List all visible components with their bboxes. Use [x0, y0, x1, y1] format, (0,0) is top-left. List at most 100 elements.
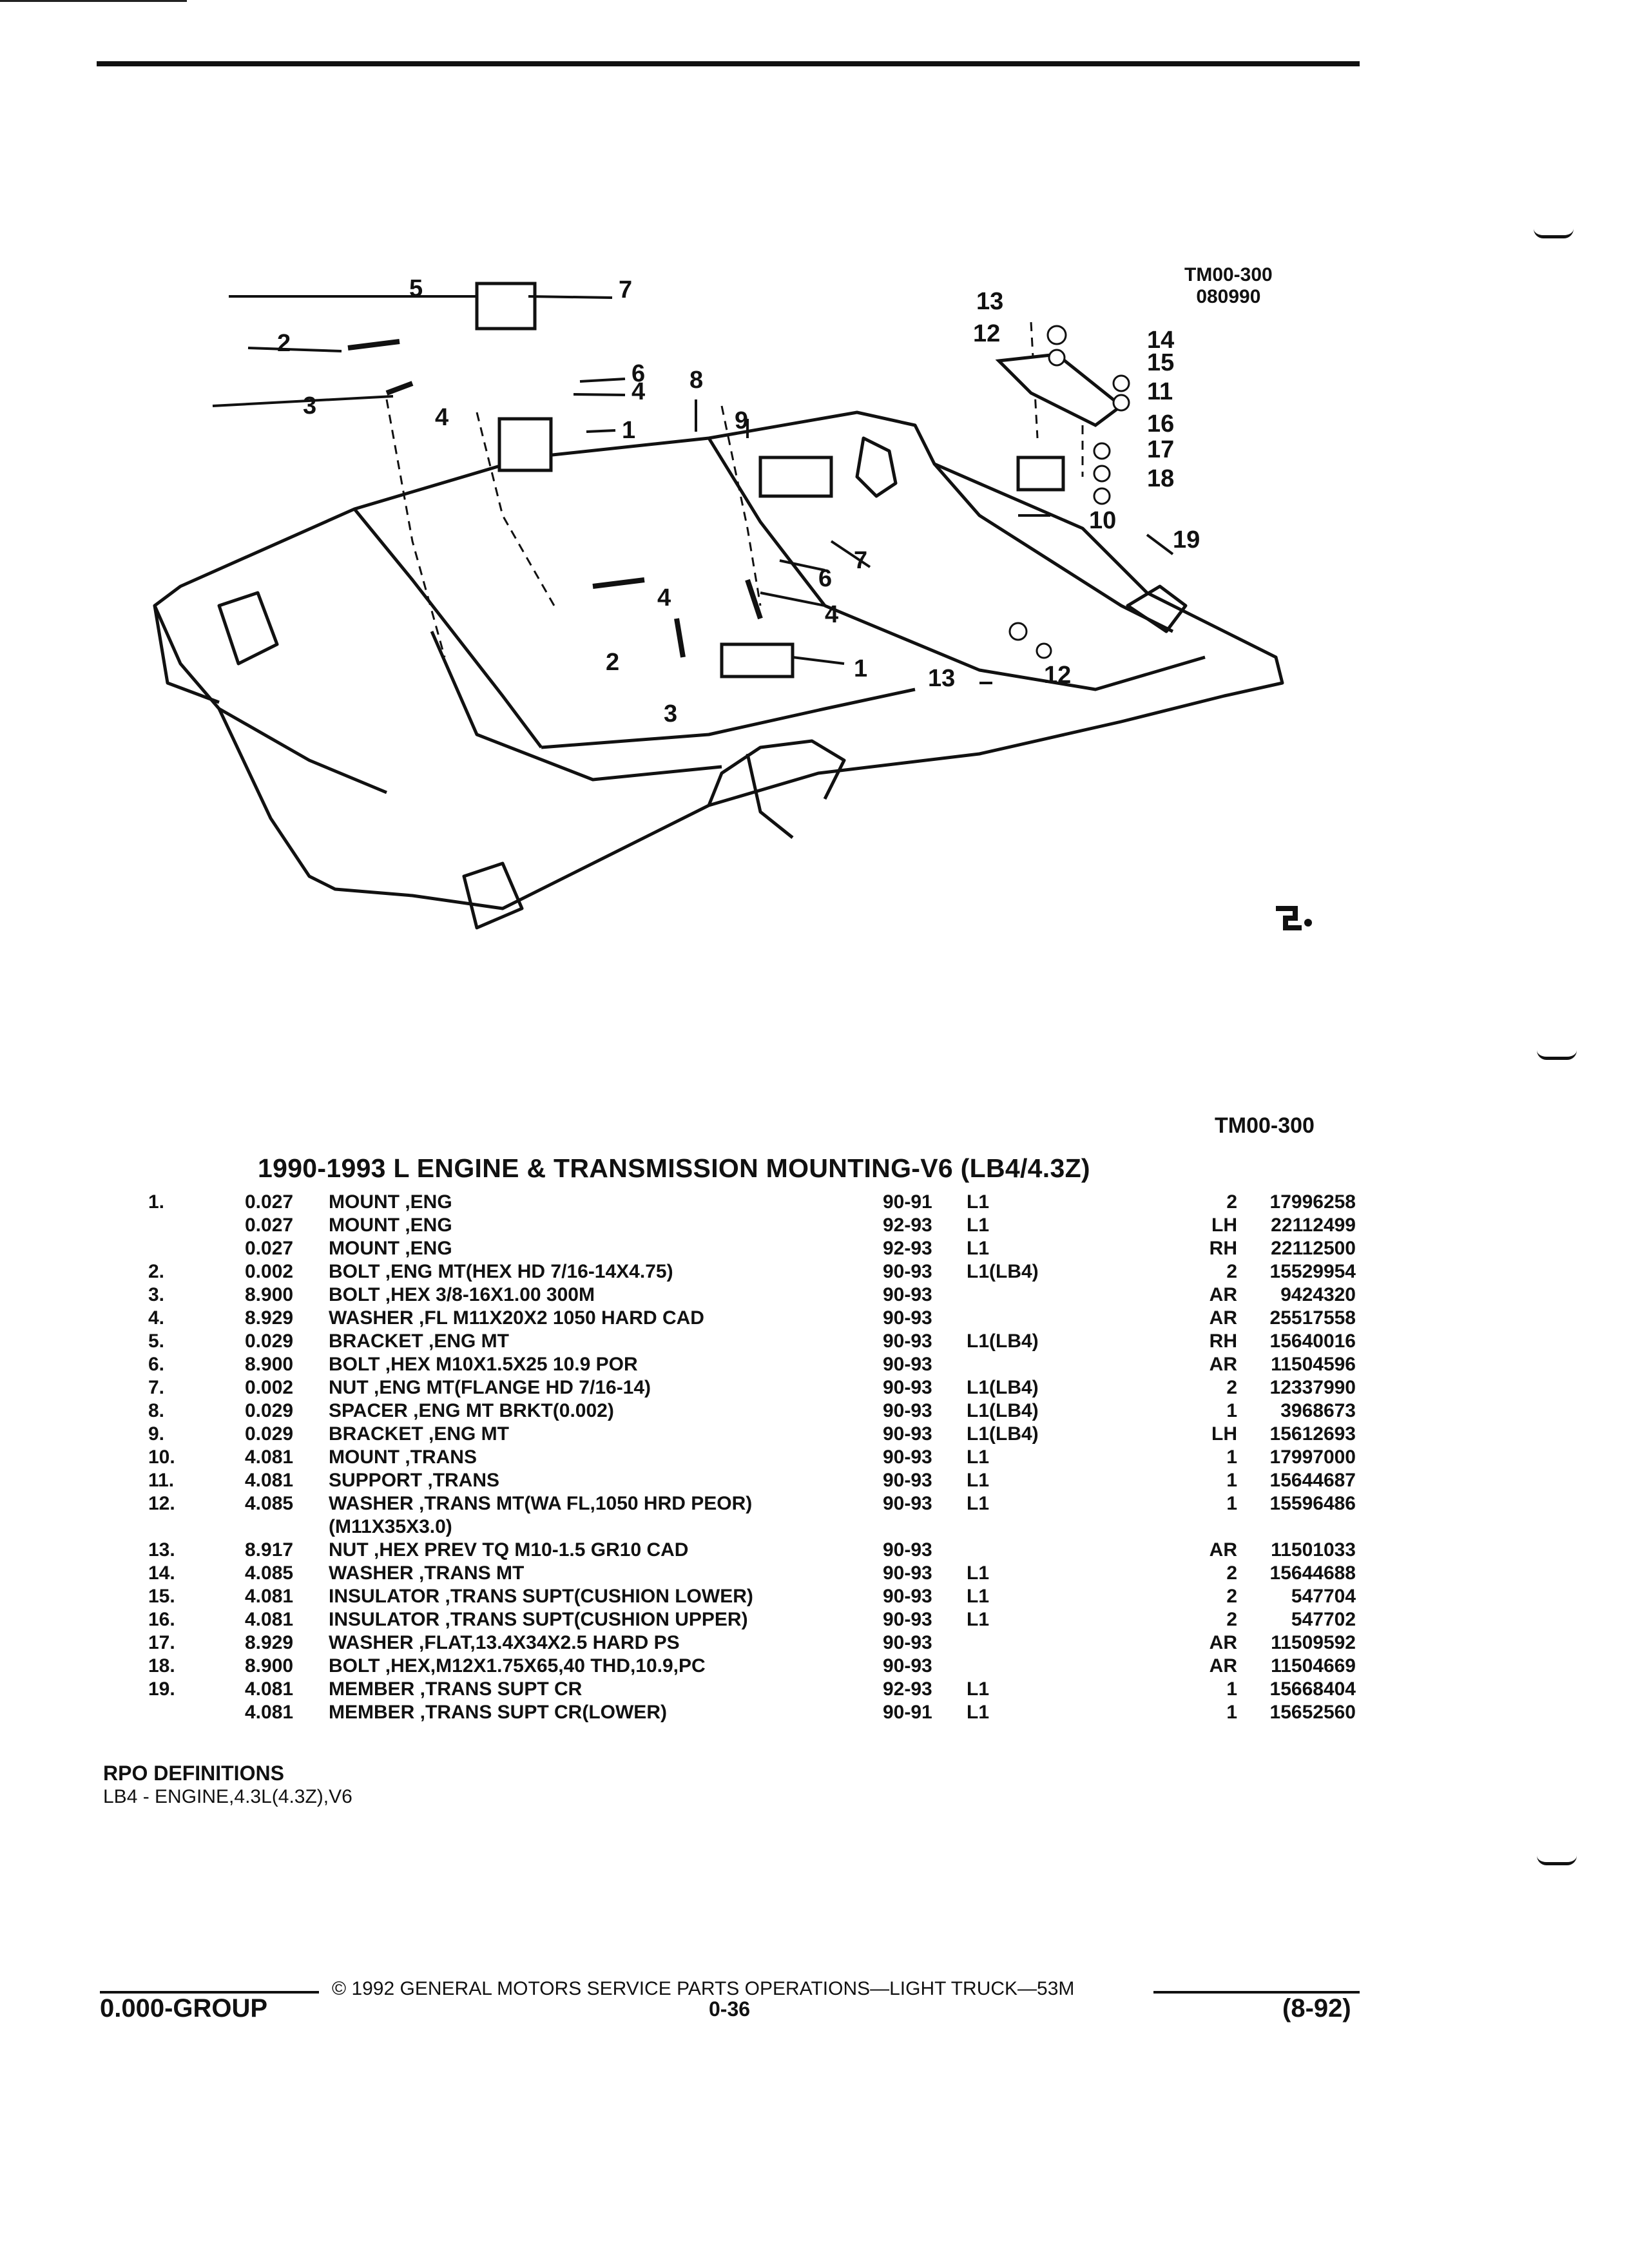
bolt — [1093, 487, 1111, 505]
callout-4: 4 — [657, 584, 671, 611]
washer — [1093, 465, 1111, 483]
washer — [1036, 642, 1052, 659]
part-number: 22112500 — [1271, 1238, 1356, 1259]
part-option: L1(LB4) — [967, 1423, 1039, 1445]
part-group-number: 0.029 — [245, 1331, 294, 1352]
part-quantity: 1 — [1226, 1400, 1237, 1421]
callout-16: 16 — [1147, 410, 1174, 437]
part-years: 90-93 — [883, 1586, 932, 1607]
part-option: L1 — [967, 1446, 990, 1468]
header-rule — [97, 61, 1360, 66]
part-number: 15644687 — [1269, 1470, 1356, 1491]
callout-6: 6 — [818, 565, 832, 592]
part-number: 15652560 — [1269, 1702, 1356, 1723]
diagram-code: TM00-300 — [1184, 264, 1273, 285]
part-group-number: 0.027 — [245, 1238, 294, 1259]
part-ref-number: 3. — [148, 1284, 165, 1305]
part-years: 90-93 — [883, 1307, 932, 1329]
bolt — [347, 339, 400, 351]
part-ref-number: 7. — [148, 1377, 165, 1398]
callout-4: 4 — [435, 404, 448, 431]
part-option: L1 — [967, 1609, 990, 1630]
trans-support — [995, 352, 1124, 427]
part-ref-number: 13. — [148, 1539, 175, 1561]
part-quantity: 1 — [1226, 1493, 1237, 1514]
part-description: MEMBER ,TRANS SUPT CR — [329, 1678, 583, 1700]
frame-crossmember — [153, 410, 1284, 930]
diagram-code-block: TM00-300 080990 — [1184, 264, 1273, 308]
part-option: L1 — [967, 1238, 990, 1259]
callout-13: 13 — [976, 288, 1003, 315]
insulator — [1093, 442, 1111, 460]
part-quantity: 1 — [1226, 1470, 1237, 1491]
part-ref-number — [148, 1701, 245, 1724]
part-years: 92-93 — [883, 1238, 932, 1259]
part-years: 90-93 — [883, 1493, 932, 1514]
part-group-number: 0.027 — [245, 1215, 294, 1236]
figure-code: TM00-300 — [1215, 1113, 1315, 1138]
part-years: 90-93 — [883, 1470, 932, 1491]
footer-group-label: 0.000-GROUP — [100, 1994, 268, 2023]
part-quantity: RH — [1209, 1238, 1237, 1259]
part-years: 90-93 — [883, 1562, 932, 1584]
part-number: 11509592 — [1271, 1632, 1356, 1653]
part-years: 90-93 — [883, 1655, 932, 1677]
part-number: 15668404 — [1269, 1678, 1356, 1700]
part-option: L1 — [967, 1215, 990, 1236]
callout-6: 6 — [631, 360, 645, 387]
part-quantity: 1 — [1226, 1702, 1237, 1723]
part-option: L1 — [967, 1702, 990, 1723]
part-group-number: 8.900 — [245, 1284, 294, 1305]
part-ref-number: 16. — [148, 1609, 175, 1630]
part-option: L1(LB4) — [967, 1261, 1039, 1282]
part-group-number: 4.081 — [245, 1586, 294, 1607]
part-group-number: 4.081 — [245, 1609, 294, 1630]
diagram-date: 080990 — [1196, 286, 1261, 307]
part-option — [967, 1631, 1199, 1655]
part-option — [967, 1283, 1199, 1307]
scan-edge-mark — [0, 0, 187, 2]
part-number: 15644688 — [1269, 1562, 1356, 1584]
part-quantity: AR — [1209, 1354, 1237, 1375]
part-number: 11504596 — [1271, 1354, 1356, 1375]
part-group-number: 0.027 — [245, 1191, 294, 1213]
part-description: INSULATOR ,TRANS SUPT(CUSHION UPPER) — [329, 1609, 748, 1630]
part-number: 17997000 — [1269, 1446, 1356, 1468]
part-ref-number: 14. — [148, 1562, 175, 1584]
rpo-heading: RPO DEFINITIONS — [103, 1762, 284, 1785]
part-ref-number: 17. — [148, 1632, 175, 1653]
callout-14: 14 — [1147, 327, 1174, 354]
part-quantity: LH — [1211, 1215, 1237, 1236]
part-group-number: 8.929 — [245, 1307, 294, 1329]
callout-2: 2 — [277, 330, 291, 357]
part-group-number: 8.929 — [245, 1632, 294, 1653]
part-description: BRACKET ,ENG MT — [329, 1331, 509, 1352]
part-quantity: 2 — [1226, 1377, 1237, 1398]
part-ref-number: 8. — [148, 1400, 165, 1421]
callout-3: 3 — [303, 392, 316, 419]
part-description: MOUNT ,TRANS — [329, 1446, 477, 1468]
part-ref-number — [148, 1214, 245, 1237]
part-group-number: 8.900 — [245, 1655, 294, 1677]
part-years: 92-93 — [883, 1215, 932, 1236]
part-years: 90-93 — [883, 1609, 932, 1630]
callout-2: 2 — [606, 649, 619, 676]
bolt — [674, 618, 686, 658]
washer — [1048, 349, 1066, 367]
rpo-definition: LB4 - ENGINE,4.3L(4.3Z),V6 — [103, 1786, 352, 1807]
part-number: 15640016 — [1269, 1331, 1356, 1352]
part-number: 547704 — [1291, 1586, 1356, 1607]
part-description: MOUNT ,ENG — [329, 1215, 452, 1236]
engine-mount-bracket-lh — [758, 456, 833, 498]
part-quantity: 2 — [1226, 1609, 1237, 1630]
part-quantity: 2 — [1226, 1261, 1237, 1282]
part-ref-number: 2. — [148, 1261, 165, 1282]
